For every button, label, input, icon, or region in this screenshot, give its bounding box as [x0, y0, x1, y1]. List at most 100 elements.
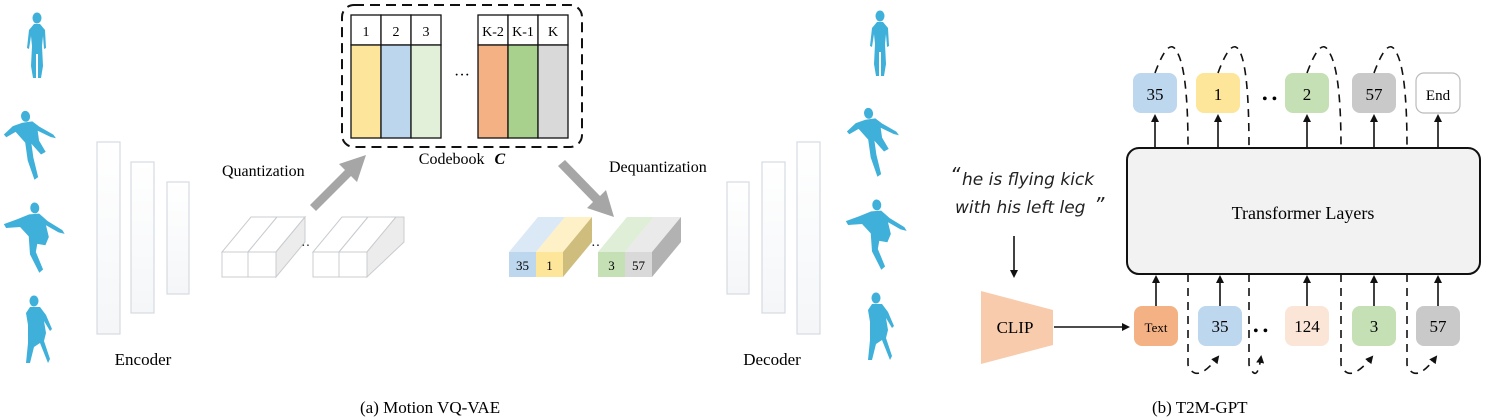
panel-t2m-gpt: “ he is flying kick with his left leg ” … [950, 46, 1481, 417]
autoregressive-loop-top [1217, 46, 1250, 149]
codebook-entry: 2 [380, 14, 412, 139]
autoregressive-loop-bottom [1340, 274, 1374, 375]
output-token-box [1352, 73, 1396, 113]
codebook-vector [350, 44, 382, 139]
quantized-token-block: 35 [509, 217, 565, 277]
output-ellipsis: • • [1262, 91, 1277, 108]
input-token: Text [1134, 306, 1178, 346]
codebook-ellipsis: ··· [454, 67, 470, 84]
panel-a-caption: (a) Motion VQ-VAE [360, 398, 500, 417]
codebook-entry: K-1 [507, 14, 539, 139]
codebook-entry: 3 [410, 14, 442, 139]
output-token-box [1285, 73, 1329, 113]
output-token-label: 57 [1366, 85, 1384, 104]
output-token: 57 [1352, 73, 1396, 113]
codebook-entry: 1 [350, 14, 382, 139]
decoder-layer-1 [726, 181, 750, 295]
output-token: 1 [1196, 73, 1240, 113]
panel-b-caption: (b) T2M-GPT [1152, 398, 1248, 417]
autoregressive-loop-top [1306, 46, 1342, 149]
decoder: Decoder [726, 141, 821, 369]
quantized-token-block: 57 [625, 217, 681, 277]
codebook-symbol: C [495, 151, 506, 168]
transformer-layers: Transformer Layers [1126, 147, 1481, 275]
dequantization-label: Dequantization [609, 159, 707, 176]
codebook-index-cell [350, 14, 382, 46]
quantized-token-label: 35 [516, 258, 529, 273]
codebook-index-cell [537, 14, 569, 46]
autoregressive-loop-top [1154, 46, 1189, 149]
output-token-label: 35 [1147, 85, 1164, 104]
encoder-layer-1 [96, 141, 121, 335]
output-motion-sequence [845, 10, 907, 360]
input-token-box [1198, 306, 1242, 346]
autoregressive-loop-bottom [1248, 274, 1265, 375]
output-token-label: 2 [1303, 85, 1312, 104]
input-token-label: 57 [1430, 317, 1448, 336]
output-token-label: 1 [1214, 85, 1223, 104]
latent-ellipsis: ·· [301, 239, 310, 254]
human-figure-standing-out [870, 10, 889, 76]
codebook-index-cell [410, 14, 442, 46]
autoregressive-loop-top [1373, 46, 1408, 149]
input-token-label: Text [1145, 320, 1168, 335]
input-token: 35 [1198, 306, 1242, 346]
quantized-token-block: 3 [598, 217, 654, 277]
output-token: 35 [1133, 73, 1177, 113]
transformer-block [1126, 147, 1481, 275]
quantized-token-label: 1 [546, 258, 553, 273]
encoder-layer-3 [166, 181, 190, 295]
input-token: 3 [1352, 306, 1396, 346]
input-token: 124 [1285, 306, 1329, 346]
input-motion-sequence [3, 12, 65, 363]
prompt-line-2: with his left leg [955, 198, 1086, 218]
input-token-box [1134, 306, 1178, 346]
dequantization-arrow: Dequantization [558, 159, 707, 217]
encoder-layer-2 [130, 161, 155, 314]
human-figure-kick-2-out [845, 199, 907, 270]
input-token: 57 [1416, 306, 1460, 346]
codebook-index-label: K-1 [512, 25, 534, 40]
human-figure-landing-out [868, 292, 894, 360]
codebook-index-cell [477, 14, 509, 46]
output-token: End [1415, 72, 1461, 114]
quantization-arrow: Quantization [222, 155, 366, 211]
input-token-box [1416, 306, 1460, 346]
input-ellipsis: • • [1253, 323, 1268, 340]
quantized-token-block: 1 [536, 217, 592, 277]
codebook-index-label: K [548, 25, 558, 40]
quantized-token-label: 3 [608, 258, 615, 273]
codebook-vector [380, 44, 412, 139]
prompt-close-quote: ” [1094, 193, 1105, 217]
codebook-entry: K-2 [477, 14, 509, 139]
quantized-ellipsis: ·· [591, 239, 600, 254]
input-token-box [1352, 306, 1396, 346]
latent-block-group-1 [220, 215, 307, 279]
codebook-index-label: 3 [423, 25, 430, 40]
codebook-border [341, 4, 583, 148]
human-figure-kick-2 [3, 202, 65, 273]
input-token-label: 3 [1370, 317, 1379, 336]
encoder-label: Encoder [115, 350, 172, 369]
transformer-label: Transformer Layers [1232, 203, 1375, 223]
codebook-vector [410, 44, 442, 139]
output-token-box [1415, 72, 1461, 114]
human-figure-kick-1 [3, 110, 56, 180]
codebook-index-label: K-2 [482, 25, 504, 40]
codebook-index-label: 2 [393, 25, 400, 40]
autoregressive-loop-bottom [1406, 274, 1438, 375]
latent-block-group-2 [311, 216, 405, 279]
human-figure-standing [27, 12, 46, 78]
decoder-layer-3 [796, 141, 821, 335]
codebook-entry: K [537, 14, 569, 139]
human-figure-kick-1-out [846, 107, 899, 177]
human-figure-landing [26, 295, 52, 363]
quantized-latents: 35 1 3 57 ·· [509, 217, 681, 277]
decoder-label: Decoder [743, 350, 801, 369]
input-token-label: 124 [1294, 317, 1320, 336]
encoder: Encoder [96, 141, 190, 369]
quantized-token-label: 57 [632, 258, 646, 273]
input-token-label: 35 [1212, 317, 1229, 336]
